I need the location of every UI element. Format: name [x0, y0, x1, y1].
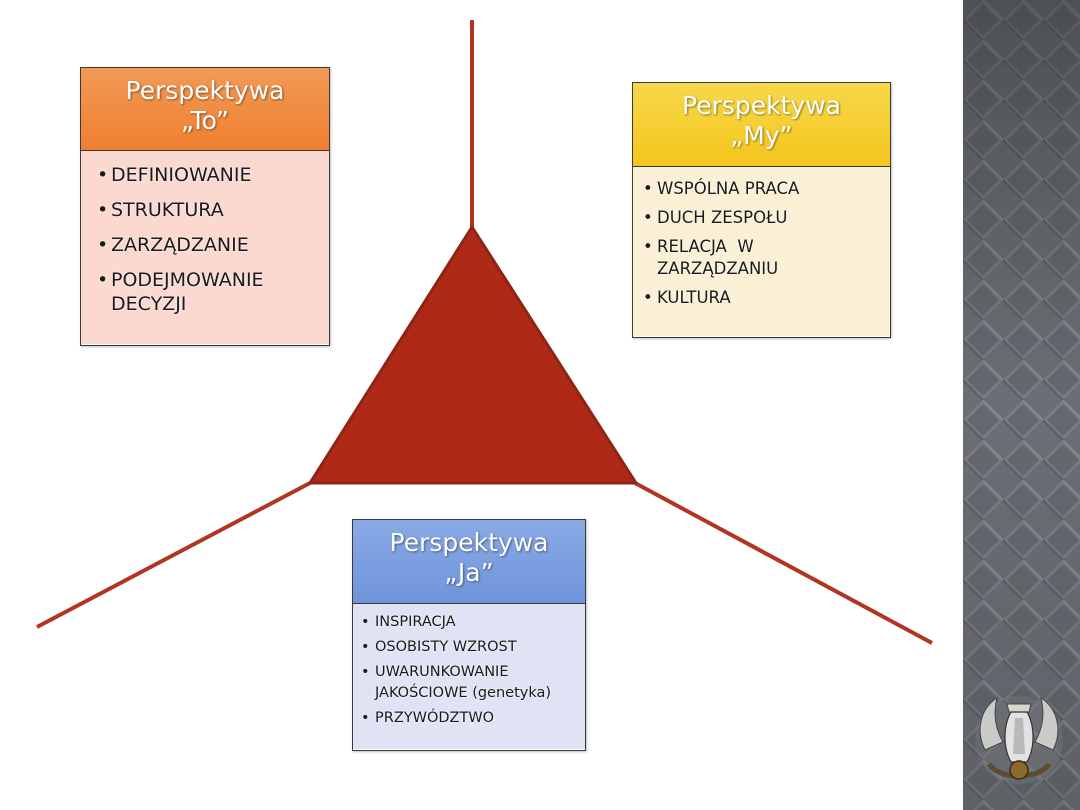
axis-line-left — [36, 481, 311, 629]
list-item: DEFINIOWANIE — [97, 163, 329, 187]
diamond-pattern-background — [963, 0, 1080, 810]
perspective-ja-card: Perspektywa „Ja” INSPIRACJA OSOBISTY WZR… — [352, 519, 586, 751]
polish-eagle-emblem-icon — [975, 696, 1063, 784]
perspective-my-card: Perspektywa „My” WSPÓLNA PRACA DUCH ZESP… — [632, 82, 891, 338]
sidebar-pattern — [963, 0, 1080, 810]
perspective-my-title: Perspektywa — [682, 91, 841, 120]
list-item: PRZYWÓDZTWO — [361, 708, 585, 729]
perspective-ja-subtitle: „Ja” — [444, 558, 494, 587]
list-item: ZARZĄDZANIE — [97, 233, 329, 257]
perspective-my-header: Perspektywa „My” — [633, 83, 890, 167]
list-item: RELACJA W ZARZĄDZANIU — [643, 236, 807, 280]
perspective-to-card: Perspektywa „To” DEFINIOWANIE STRUKTURA … — [80, 67, 330, 346]
perspective-ja-header: Perspektywa „Ja” — [353, 520, 585, 604]
list-item: UWARUNKOWANIE JAKOŚCIOWE (genetyka) — [361, 662, 565, 704]
list-item: PODEJMOWANIE DECYZJI — [97, 268, 291, 316]
perspective-my-list: WSPÓLNA PRACA DUCH ZESPOŁU RELACJA W ZAR… — [643, 178, 890, 309]
perspective-ja-title: Perspektywa — [389, 528, 549, 557]
list-item: DUCH ZESPOŁU — [643, 207, 890, 229]
list-item: OSOBISTY WZROST — [361, 637, 585, 658]
perspective-my-body: WSPÓLNA PRACA DUCH ZESPOŁU RELACJA W ZAR… — [633, 167, 890, 336]
perspective-my-subtitle: „My” — [730, 121, 793, 150]
perspective-ja-body: INSPIRACJA OSOBISTY WZROST UWARUNKOWANIE… — [353, 604, 585, 749]
perspective-to-subtitle: „To” — [181, 106, 229, 135]
perspective-to-title: Perspektywa — [125, 76, 285, 105]
center-triangle — [308, 225, 638, 485]
list-item: KULTURA — [643, 287, 890, 309]
list-item: INSPIRACJA — [361, 612, 585, 633]
axis-line-right — [634, 481, 933, 645]
perspective-to-body: DEFINIOWANIE STRUKTURA ZARZĄDZANIE PODEJ… — [81, 151, 329, 344]
list-item: STRUKTURA — [97, 198, 329, 222]
perspective-to-list: DEFINIOWANIE STRUKTURA ZARZĄDZANIE PODEJ… — [97, 163, 329, 316]
perspective-ja-list: INSPIRACJA OSOBISTY WZROST UWARUNKOWANIE… — [361, 612, 585, 729]
perspective-to-header: Perspektywa „To” — [81, 68, 329, 151]
list-item: WSPÓLNA PRACA — [643, 178, 890, 200]
